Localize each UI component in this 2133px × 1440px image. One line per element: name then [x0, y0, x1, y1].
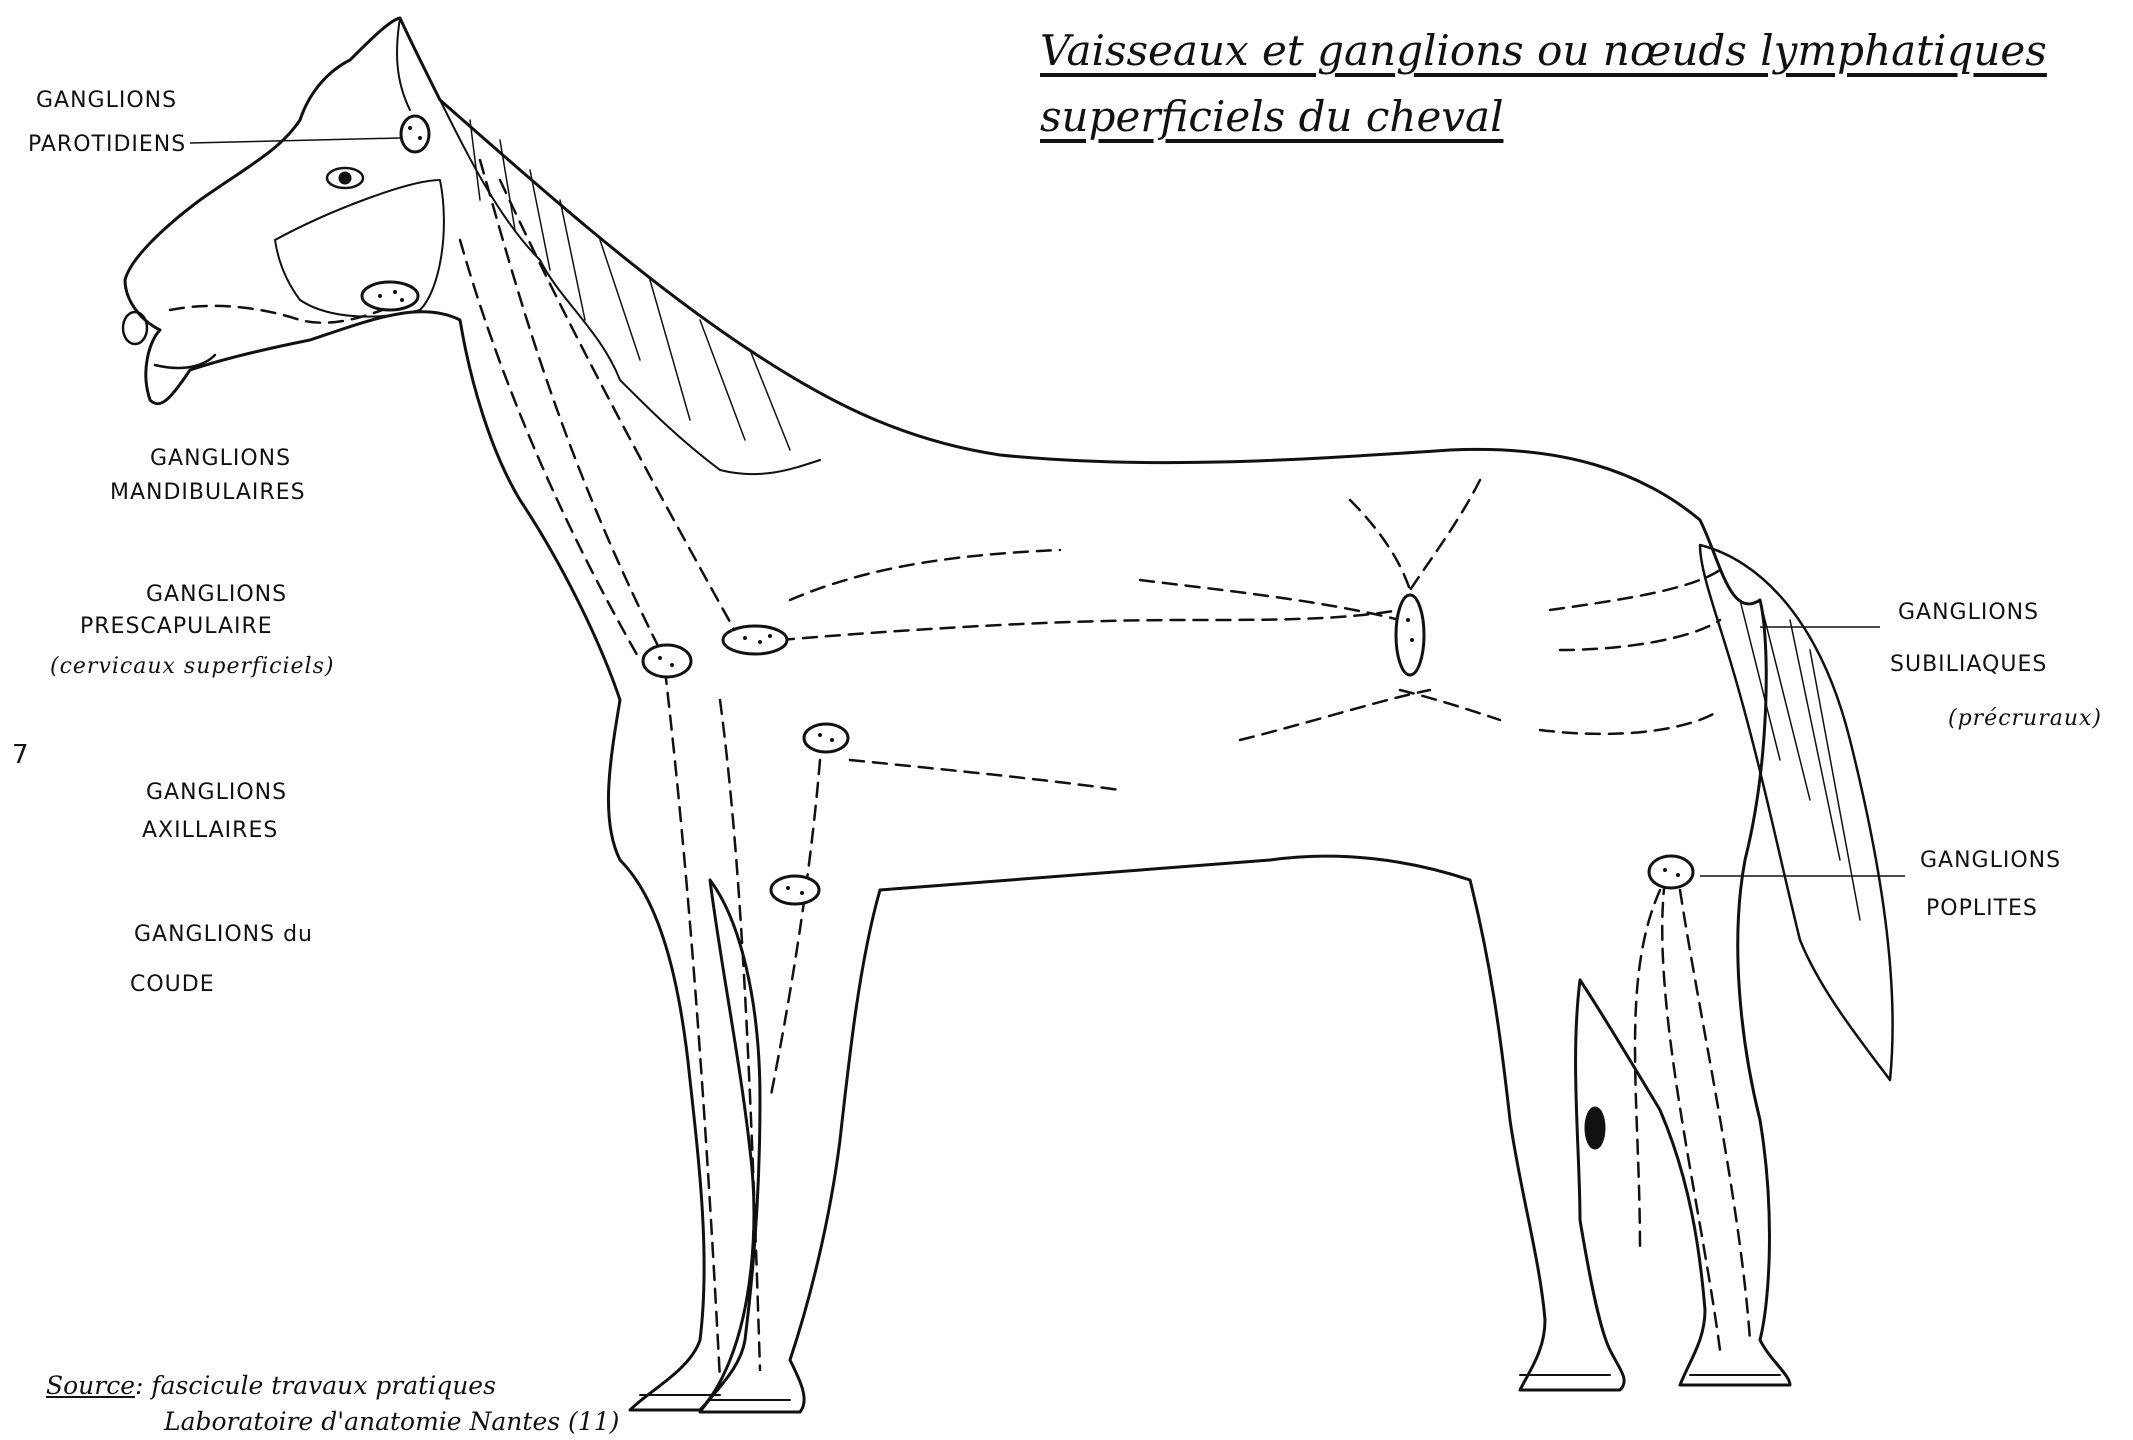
node-prescapulaire-2 — [723, 626, 787, 654]
diagram-title: Vaisseaux et ganglions ou nœuds lymphati… — [1040, 18, 2047, 150]
tail — [1700, 545, 1893, 1080]
vessel-leg-hind-1 — [1662, 880, 1720, 1350]
vessel-flank-3 — [1400, 690, 1500, 720]
label-poplites-1: GANGLIONS — [1920, 848, 2061, 873]
vessel-hind-2 — [1560, 620, 1720, 650]
vessel-neck-3 — [460, 240, 640, 660]
vessel-trunk-2 — [790, 550, 1060, 600]
horse-outline — [125, 18, 1790, 1412]
vessel-leg-front-3 — [770, 760, 820, 1100]
source-note: Source: fascicule travaux pratiques Labo… — [46, 1368, 619, 1440]
node-subiliaque — [1396, 595, 1424, 675]
source-text-2: Laboratoire d'anatomie Nantes (11) — [46, 1404, 619, 1440]
vessel-trunk-3 — [850, 760, 1120, 790]
vessel-neck-1 — [480, 160, 660, 650]
vessel-hind-3 — [1540, 710, 1720, 734]
node-poplite — [1649, 856, 1693, 888]
source-text-1: : fascicule travaux pratiques — [135, 1371, 496, 1400]
vessel-leg-hind-3 — [1635, 890, 1660, 1250]
source-key: Source — [46, 1371, 135, 1400]
mane — [440, 100, 820, 474]
vessel-trunk-1 — [780, 610, 1400, 640]
node-prescapulaire-1 — [643, 645, 691, 677]
label-subiliaques-1: GANGLIONS — [1898, 600, 2039, 625]
label-parotidiens-2: PAROTIDIENS — [28, 132, 186, 157]
label-axillaires-1: GANGLIONS — [146, 780, 287, 805]
label-coude-1: GANGLIONS du — [134, 922, 313, 947]
label-prescapulaire-1: GANGLIONS — [146, 582, 287, 607]
vessel-flank-1 — [1350, 500, 1410, 590]
label-prescapulaire-3: (cervicaux superficiels) — [50, 654, 334, 679]
label-mandibulaires-1: GANGLIONS — [150, 446, 291, 471]
label-coude-2: COUDE — [130, 972, 215, 997]
label-subiliaques-3: (précruraux) — [1948, 706, 2102, 731]
label-axillaires-2: AXILLAIRES — [142, 818, 278, 843]
vessel-trunk-5 — [1240, 690, 1430, 740]
label-parotidiens-1: GANGLIONS — [36, 88, 177, 113]
label-poplites-2: POPLITES — [1926, 896, 2038, 921]
label-prescapulaire-2: PRESCAPULAIRE — [80, 614, 273, 639]
source-line-1: Source: fascicule travaux pratiques — [46, 1368, 619, 1404]
node-parotidien — [401, 116, 429, 152]
nostril — [123, 312, 147, 344]
leader-parotidiens — [190, 138, 400, 143]
title-line-1: Vaisseaux et ganglions ou nœuds lymphati… — [1040, 18, 2047, 84]
margin-mark: 7 — [12, 740, 30, 770]
title-line-2: superficiels du cheval — [1040, 84, 2047, 150]
vessel-flank-2 — [1410, 480, 1480, 590]
node-axillaire — [804, 724, 848, 752]
node-coude — [771, 876, 819, 904]
vessel-leg-hind-2 — [1680, 890, 1750, 1340]
node-mandibulaire — [362, 282, 418, 310]
label-subiliaques-2: SUBILIAQUES — [1890, 652, 2047, 677]
vessel-hind-1 — [1550, 570, 1720, 610]
label-mandibulaires-2: MANDIBULAIRES — [110, 480, 306, 505]
vessel-leg-front-1 — [665, 670, 720, 1380]
vessel-neck-2 — [500, 180, 740, 640]
